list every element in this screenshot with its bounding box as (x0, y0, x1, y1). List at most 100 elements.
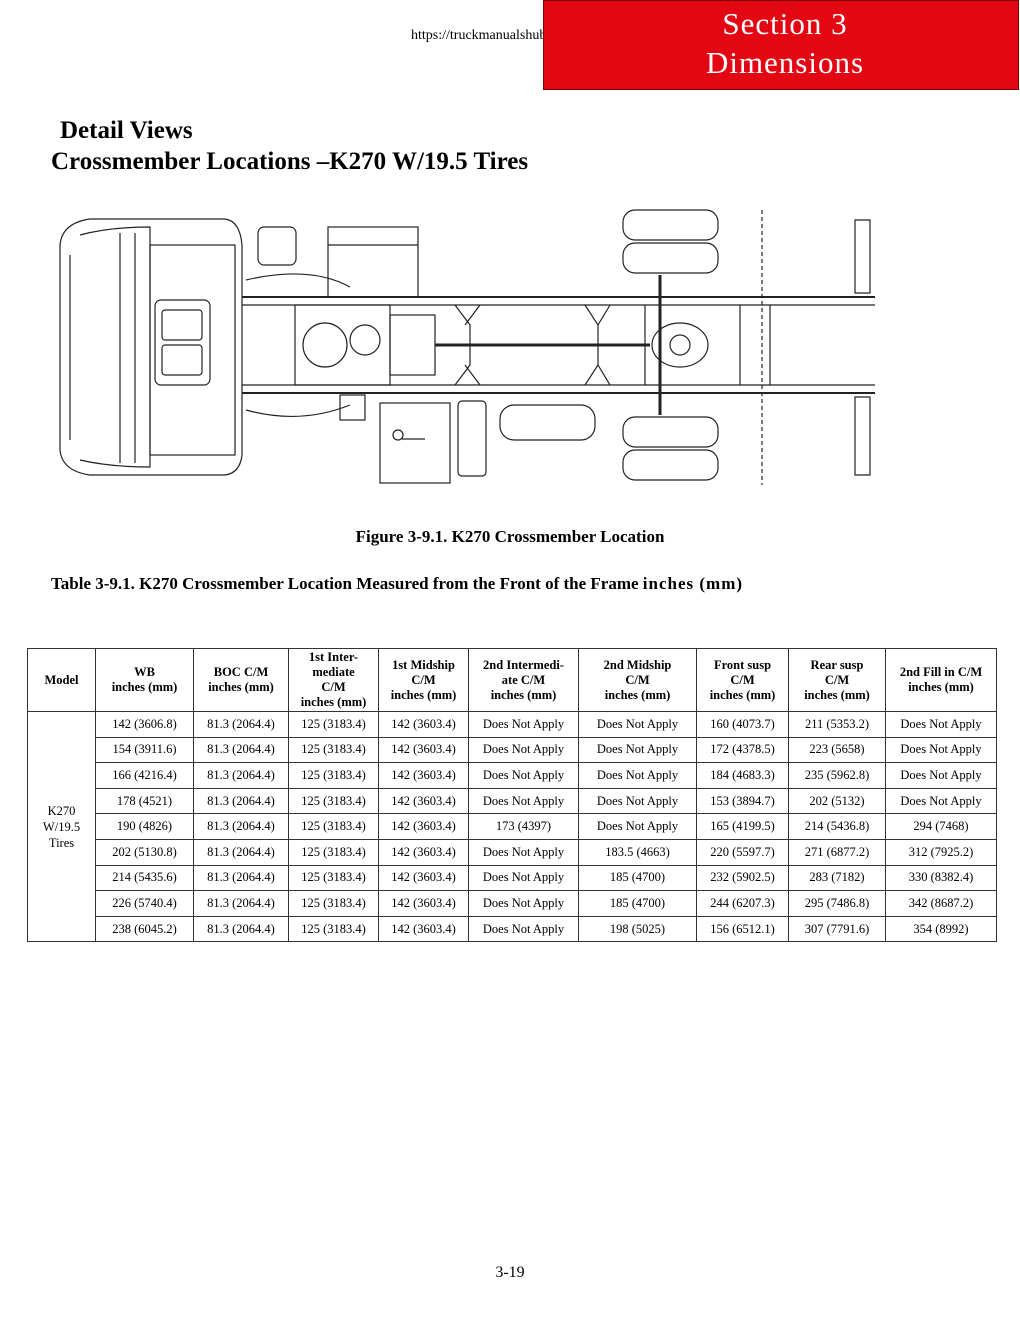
table-cell: 312 (7925.2) (885, 838, 997, 866)
table-cell: 295 (7486.8) (788, 890, 886, 917)
table-cell: 153 (3894.7) (696, 787, 789, 815)
table-cell: 142 (3603.4) (378, 838, 469, 866)
table-cell: 125 (3183.4) (288, 711, 379, 738)
table-cell: Does Not Apply (578, 762, 697, 789)
table-row: 226 (5740.4)81.3 (2064.4)125 (3183.4)142… (28, 890, 997, 917)
table-cell: 185 (4700) (578, 864, 697, 892)
table-cell: 142 (3603.4) (378, 890, 469, 917)
table-cell: 330 (8382.4) (885, 864, 997, 892)
table-cell: 154 (3911.6) (95, 736, 194, 764)
table-row: 190 (4826)81.3 (2064.4)125 (3183.4)142 (… (28, 813, 997, 840)
table-cell: 342 (8687.2) (885, 890, 997, 917)
table-cell: 183.5 (4663) (578, 838, 697, 866)
table-caption-units: inches (mm) (642, 574, 744, 593)
table-cell: 226 (5740.4) (95, 890, 194, 917)
table-cell: 202 (5132) (788, 787, 886, 815)
table-cell: 198 (5025) (578, 915, 697, 943)
table-cell: Does Not Apply (885, 762, 997, 789)
table-cell: 238 (6045.2) (95, 915, 194, 943)
table-caption-text: Table 3-9.1. K270 Crossmember Location M… (51, 574, 639, 593)
section-banner: Section 3 Dimensions (543, 0, 1019, 90)
table-cell: 244 (6207.3) (696, 890, 789, 917)
table-cell: Does Not Apply (885, 787, 997, 815)
table-cell: 173 (4397) (468, 813, 579, 840)
table-cell: 81.3 (2064.4) (193, 890, 289, 917)
table-row: 214 (5435.6)81.3 (2064.4)125 (3183.4)142… (28, 864, 997, 892)
table-cell: 354 (8992) (885, 915, 997, 943)
table-cell: 307 (7791.6) (788, 915, 886, 943)
table-cell: Does Not Apply (468, 838, 579, 866)
table-cell: 125 (3183.4) (288, 838, 379, 866)
table-cell: 142 (3603.4) (378, 915, 469, 943)
detail-views-heading: Detail Views (60, 117, 193, 144)
table-cell: 125 (3183.4) (288, 787, 379, 815)
table-cell: 81.3 (2064.4) (193, 915, 289, 943)
table-cell: 81.3 (2064.4) (193, 711, 289, 738)
table-cell: 184 (4683.3) (696, 762, 789, 789)
column-header: Model (27, 648, 96, 712)
section-title: Dimensions (705, 45, 865, 80)
table-cell: 214 (5436.8) (788, 813, 886, 840)
table-cell: Does Not Apply (885, 711, 997, 738)
table-cell: Does Not Apply (468, 915, 579, 943)
table-cell: 81.3 (2064.4) (193, 838, 289, 866)
table-cell: 81.3 (2064.4) (193, 736, 289, 764)
table-cell: 142 (3603.4) (378, 736, 469, 764)
table-cell: Does Not Apply (468, 762, 579, 789)
table-cell: 220 (5597.7) (696, 838, 789, 866)
table-cell: 142 (3603.4) (378, 762, 469, 789)
table-cell: 81.3 (2064.4) (193, 762, 289, 789)
table-cell: 271 (6877.2) (788, 838, 886, 866)
table-cell: 156 (6512.1) (696, 915, 789, 943)
table-cell: Does Not Apply (468, 787, 579, 815)
page-number: 3-19 (495, 1264, 525, 1281)
page-title: Crossmember Locations –K270 W/19.5 Tires (51, 148, 529, 175)
figure-caption: Figure 3-9.1. K270 Crossmember Location (355, 527, 665, 546)
table-cell: 81.3 (2064.4) (193, 787, 289, 815)
table-caption: Table 3-9.1. K270 Crossmember Location M… (51, 574, 743, 594)
table-cell: 185 (4700) (578, 890, 697, 917)
table-cell: 202 (5130.8) (95, 838, 194, 866)
table-cell: 125 (3183.4) (288, 890, 379, 917)
table-cell: 125 (3183.4) (288, 736, 379, 764)
table-cell: Does Not Apply (468, 890, 579, 917)
table-cell: 81.3 (2064.4) (193, 813, 289, 840)
source-url[interactable]: https://truckmanualshub.com/ (411, 28, 578, 43)
table-cell: 232 (5902.5) (696, 864, 789, 892)
section-number: Section 3 (722, 6, 848, 41)
table-cell: 214 (5435.6) (95, 864, 194, 892)
table-cell: Does Not Apply (468, 711, 579, 738)
table-cell: 160 (4073.7) (696, 711, 789, 738)
table-cell: 294 (7468) (885, 813, 997, 840)
table-cell: 283 (7182) (788, 864, 886, 892)
table-row: 202 (5130.8)81.3 (2064.4)125 (3183.4)142… (28, 838, 997, 866)
table-row: 178 (4521)81.3 (2064.4)125 (3183.4)142 (… (28, 787, 997, 815)
table-cell: 190 (4826) (95, 813, 194, 840)
table-cell: 142 (3603.4) (378, 864, 469, 892)
table-cell: Does Not Apply (578, 736, 697, 764)
table-cell: Does Not Apply (578, 787, 697, 815)
table-cell: 142 (3603.4) (378, 711, 469, 738)
table-cell: 142 (3603.4) (378, 813, 469, 840)
table-cell: 125 (3183.4) (288, 762, 379, 789)
table-cell: 178 (4521) (95, 787, 194, 815)
table-cell: 125 (3183.4) (288, 864, 379, 892)
table-row: 154 (3911.6)81.3 (2064.4)125 (3183.4)142… (28, 736, 997, 764)
chassis-top-view-drawing (59, 209, 875, 485)
table-cell: Does Not Apply (468, 864, 579, 892)
table-row: 238 (6045.2)81.3 (2064.4)125 (3183.4)142… (28, 915, 997, 943)
table-cell: Does Not Apply (885, 736, 997, 764)
table-cell: Does Not Apply (578, 813, 697, 840)
